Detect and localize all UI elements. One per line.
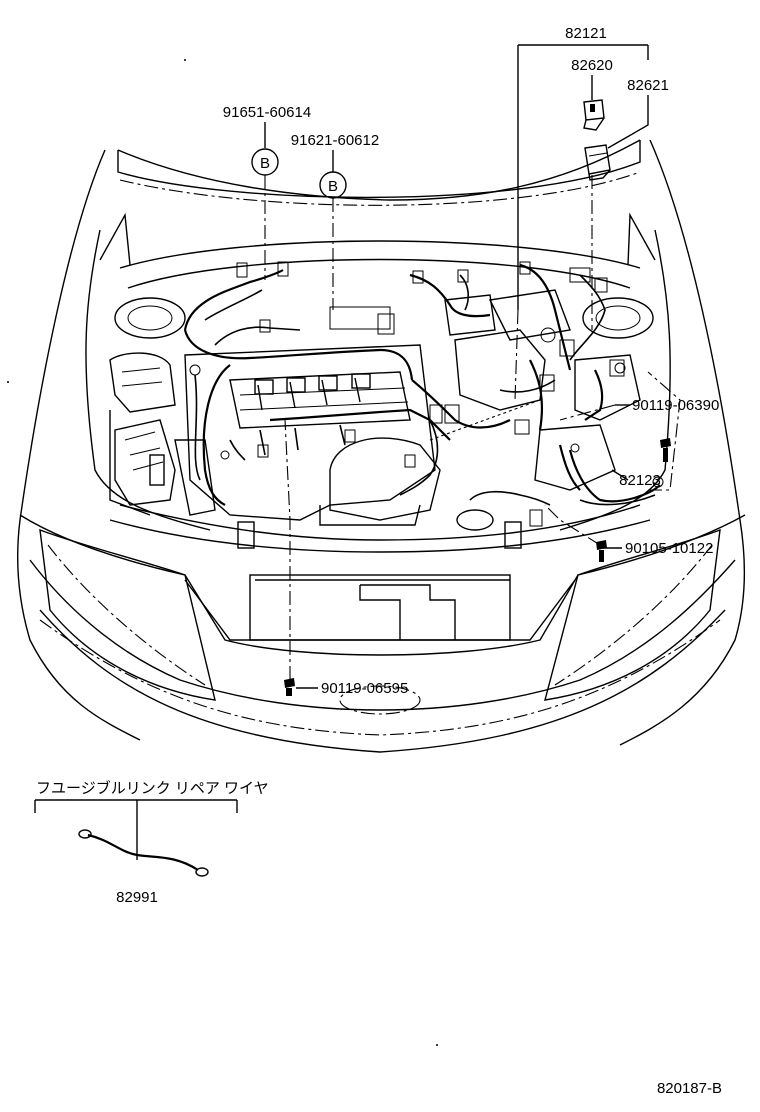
part-label-82121: 82121 — [565, 25, 607, 42]
small-parts — [284, 99, 671, 696]
speck — [7, 381, 9, 383]
callout-b-2-letter: B — [328, 178, 338, 195]
part-label-91621-60612: 91621-60612 — [291, 132, 379, 149]
relay-82621 — [584, 144, 611, 181]
leader-lines — [264, 44, 681, 689]
part-label-82991: 82991 — [116, 889, 158, 906]
part-label-82620: 82620 — [571, 57, 613, 74]
callout-b-1 — [251, 148, 279, 176]
callout-b-1-letter: B — [260, 155, 270, 172]
figure-code: 820187-B — [657, 1080, 722, 1097]
speck — [436, 1044, 438, 1046]
callout-b-2 — [319, 171, 347, 199]
engine-wire-harness — [183, 261, 664, 527]
relay-82620 — [583, 99, 605, 131]
wire-82123 — [579, 494, 656, 506]
engine-compartment — [109, 289, 654, 553]
speck — [184, 59, 186, 61]
fusible-link-section — [34, 799, 238, 877]
part-label-90105-10122: 90105-10122 — [625, 540, 713, 557]
part-label-91651-60614: 91651-60614 — [223, 104, 311, 121]
fusible-link-wire-82991 — [78, 829, 209, 877]
bolt-90119-06390 — [660, 438, 671, 462]
car-body-outline — [17, 139, 746, 753]
part-label-90119-06390: 90119-06390 — [632, 397, 719, 414]
bolt-90105-10122 — [596, 540, 607, 562]
part-label-82621: 82621 — [627, 77, 669, 94]
section-title: フユージブルリンク リペア ワイヤ — [36, 779, 269, 797]
bolt-90119-06595 — [284, 678, 295, 696]
part-label-90119-06595: 90119-06595 — [321, 680, 408, 697]
part-label-82123: 82123 — [619, 472, 661, 489]
